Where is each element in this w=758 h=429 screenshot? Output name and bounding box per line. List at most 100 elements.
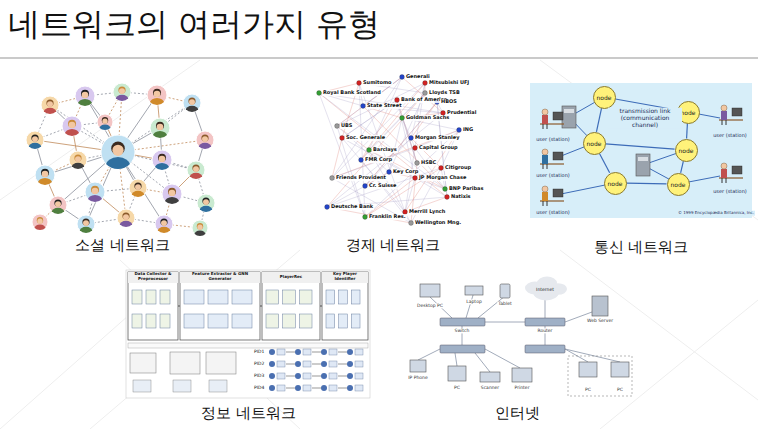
avatar-body	[38, 178, 52, 189]
feature-box	[277, 349, 285, 355]
figure-label: Wellington Mng.	[414, 220, 462, 226]
figure-label: Soc. Generale	[345, 135, 386, 141]
monitor-icon	[732, 166, 742, 174]
person-avatar	[26, 131, 44, 153]
figure-label: Feature Extractor & GNN Generator	[181, 272, 259, 281]
avatar-hair	[81, 90, 89, 98]
avatar-head	[83, 220, 89, 226]
background-line	[0, 60, 200, 200]
avatar-head	[112, 145, 123, 156]
institution-dot	[335, 124, 340, 129]
avatar-head	[193, 166, 199, 172]
person-avatar	[152, 150, 172, 174]
monitor-icon	[553, 189, 563, 197]
economic-link	[337, 77, 402, 126]
avatar-body	[150, 98, 164, 109]
user-leg	[722, 178, 723, 183]
process-step	[339, 314, 348, 328]
avatar-figure	[38, 169, 52, 189]
avatar-head	[102, 119, 107, 124]
avatar-hair	[37, 217, 43, 223]
network-node: node	[604, 172, 627, 195]
person-avatar	[150, 118, 170, 142]
avatar-head	[75, 156, 81, 162]
avatar-hair	[31, 134, 38, 141]
user-leg	[543, 164, 544, 169]
avatar-hair	[68, 120, 76, 128]
avatar-head	[82, 92, 89, 99]
figure-label: user (station)	[712, 189, 748, 195]
economic-network-illustration	[317, 75, 462, 226]
avatar-hair	[192, 164, 199, 171]
avatar-head	[32, 136, 38, 142]
avatar-head	[154, 91, 161, 98]
avatar-head	[42, 171, 49, 178]
player-icon	[295, 385, 301, 391]
terminal-panel	[564, 109, 574, 113]
node-label: node	[608, 180, 623, 187]
avatar-figure	[72, 154, 85, 172]
wire-line	[485, 322, 525, 323]
phone-icon	[410, 360, 426, 372]
avatar-hair	[197, 223, 203, 229]
economic-link	[359, 83, 405, 212]
avatar-figure	[88, 186, 102, 206]
avatar-body	[44, 108, 57, 118]
economic-link	[359, 83, 365, 217]
process-step	[132, 290, 142, 304]
file-icon	[173, 380, 191, 392]
user-leg	[726, 178, 727, 183]
figure-label: Scanner	[480, 385, 500, 390]
economic-link	[397, 100, 415, 178]
institution-dot	[445, 195, 450, 200]
switch-icon	[440, 318, 485, 326]
panel-caption: 통신 네트워크	[594, 237, 689, 257]
feature-box	[303, 373, 311, 379]
user-leg	[726, 120, 727, 125]
switch-icon	[440, 345, 485, 353]
communication-network-illustration	[530, 83, 752, 218]
person-avatar	[117, 209, 135, 231]
printer-icon	[512, 368, 532, 382]
avatar-hair	[156, 122, 164, 130]
user-leg	[543, 201, 544, 206]
avatar-head	[161, 220, 167, 226]
process-step	[160, 290, 170, 304]
user-leg	[543, 124, 544, 129]
process-step	[283, 314, 296, 328]
laptop-icon	[465, 286, 483, 295]
module-box	[322, 272, 368, 340]
scanner-icon	[480, 372, 500, 382]
background-line	[600, 300, 758, 429]
player-icon	[269, 385, 275, 391]
institution-dot	[400, 75, 405, 80]
avatar-hair	[46, 99, 53, 106]
figure-label: HBOS	[440, 99, 458, 105]
person-avatar	[147, 85, 167, 109]
background-line	[560, 250, 758, 400]
terminal-box	[636, 154, 650, 176]
person-avatar	[187, 161, 205, 183]
figure-label: ING	[462, 127, 474, 133]
figure-label: Lloyds TSB	[428, 90, 461, 96]
economic-link	[405, 178, 415, 212]
user-head	[721, 163, 727, 169]
figure-label: Franklin Res.	[368, 214, 407, 220]
slide-title: 네트워크의 여러가지 유형	[8, 4, 380, 44]
network-node: node	[675, 139, 698, 162]
avatar-body	[99, 124, 111, 133]
person-avatar	[196, 131, 214, 153]
figure-frame	[126, 270, 370, 398]
avatar-hair	[82, 218, 89, 225]
wire-line	[565, 349, 620, 362]
avatar-body	[88, 195, 102, 206]
institution-dot	[400, 116, 405, 121]
avatar-figure	[52, 199, 65, 217]
title-rule	[0, 57, 758, 59]
player-icon	[269, 361, 275, 367]
module-header	[262, 272, 320, 283]
person-avatar	[69, 151, 87, 173]
wire-line	[418, 349, 440, 360]
panel-ground	[530, 83, 752, 218]
network-panel: 인터넷	[400, 268, 635, 423]
